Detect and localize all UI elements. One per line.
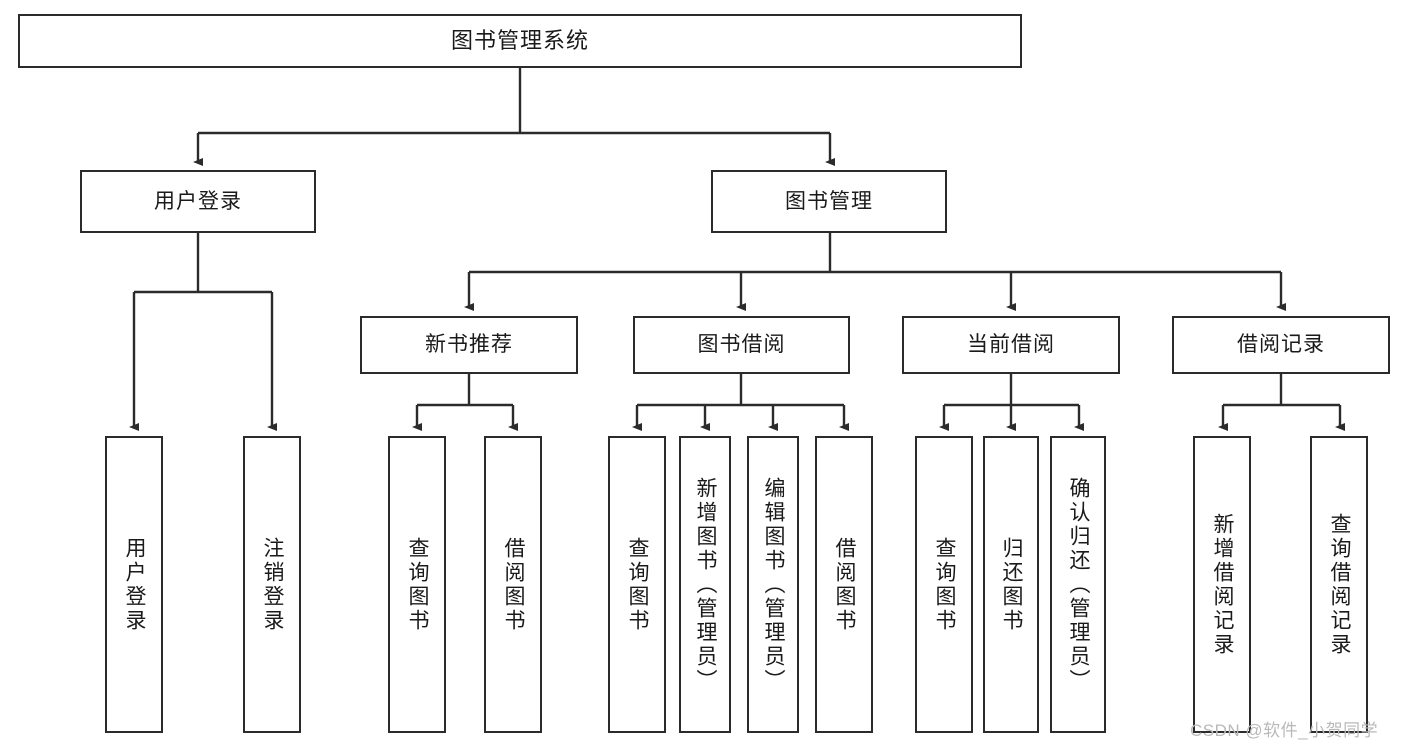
- node-label: 用户登录: [154, 189, 242, 213]
- node-label: 查询图书: [933, 536, 957, 633]
- node-borrowing-records[interactable]: 借阅记录: [1172, 316, 1390, 374]
- leaf-query-books-recommendation[interactable]: 查询图书: [388, 436, 446, 733]
- node-label: 图书管理系统: [450, 27, 589, 53]
- leaf-borrow-books-recommendation[interactable]: 借阅图书: [484, 436, 542, 733]
- node-label: 编辑图书（管理员）: [762, 476, 786, 693]
- node-current-borrowing[interactable]: 当前借阅: [902, 316, 1120, 374]
- leaf-return-books[interactable]: 归还图书: [983, 436, 1039, 733]
- leaf-user-login[interactable]: 用户登录: [105, 436, 163, 733]
- node-root-book-management-system[interactable]: 图书管理系统: [18, 14, 1022, 68]
- node-label: 借阅图书: [833, 536, 857, 633]
- leaf-query-books-current[interactable]: 查询图书: [915, 436, 973, 733]
- node-label: 借阅记录: [1237, 333, 1325, 357]
- leaf-edit-book-admin[interactable]: 编辑图书（管理员）: [747, 436, 799, 733]
- leaf-query-borrowing-record[interactable]: 查询借阅记录: [1310, 436, 1368, 733]
- node-label: 注销登录: [261, 536, 285, 633]
- node-label: 图书管理: [785, 189, 873, 213]
- node-user-login[interactable]: 用户登录: [80, 170, 316, 233]
- node-label: 查询图书: [626, 536, 650, 633]
- leaf-add-book-admin[interactable]: 新增图书（管理员）: [679, 436, 731, 733]
- node-label: 新增借阅记录: [1211, 512, 1235, 657]
- node-label: 图书借阅: [697, 333, 786, 357]
- leaf-query-books-borrowing[interactable]: 查询图书: [608, 436, 666, 733]
- node-label: 新书推荐: [425, 333, 513, 357]
- leaf-confirm-return-admin[interactable]: 确认归还（管理员）: [1050, 436, 1106, 733]
- node-label: 借阅图书: [502, 536, 526, 633]
- node-label: 新增图书（管理员）: [694, 476, 718, 693]
- leaf-logout[interactable]: 注销登录: [243, 436, 301, 733]
- leaf-add-borrowing-record[interactable]: 新增借阅记录: [1193, 436, 1251, 733]
- node-label: 用户登录: [123, 536, 147, 633]
- node-label: 确认归还（管理员）: [1067, 476, 1091, 693]
- leaf-borrow-books-borrowing[interactable]: 借阅图书: [815, 436, 873, 733]
- node-label: 查询图书: [406, 536, 430, 633]
- node-label: 查询借阅记录: [1328, 512, 1352, 657]
- node-label: 归还图书: [1000, 536, 1024, 633]
- node-book-management[interactable]: 图书管理: [711, 170, 947, 233]
- csdn-watermark: CSDN @软件_小贺同学: [1190, 721, 1379, 740]
- node-new-book-recommendation[interactable]: 新书推荐: [360, 316, 578, 374]
- node-label: 当前借阅: [967, 333, 1055, 357]
- node-book-borrowing[interactable]: 图书借阅: [633, 316, 850, 374]
